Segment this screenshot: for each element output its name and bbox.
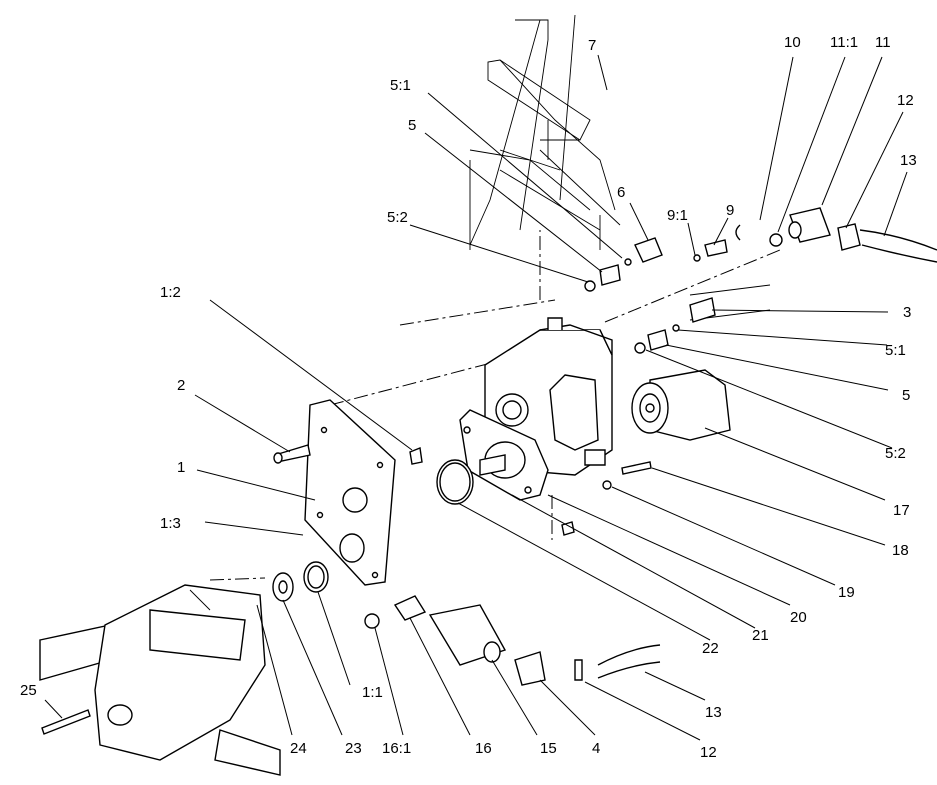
callout-20: 20	[790, 609, 807, 626]
hydrostatic-pump	[459, 317, 613, 501]
callout-7: 7	[588, 37, 596, 54]
callout-5-2-top: 5:2	[387, 209, 408, 226]
callout-5-right: 5	[902, 387, 910, 404]
callout-1-1: 1:1	[362, 684, 383, 701]
callout-16-1: 16:1	[382, 740, 411, 757]
callout-5-1-top: 5:1	[390, 77, 411, 94]
callout-1-2: 1:2	[160, 284, 181, 301]
callout-2: 2	[177, 377, 185, 394]
callout-9: 9	[726, 202, 734, 219]
callout-1-3: 1:3	[160, 515, 181, 532]
callout-23: 23	[345, 740, 362, 757]
callout-15: 15	[540, 740, 557, 757]
callout-6: 6	[617, 184, 625, 201]
callout-5-1-right: 5:1	[885, 342, 906, 359]
transaxle	[39, 584, 281, 776]
callout-3: 3	[903, 304, 911, 321]
callout-5-top: 5	[408, 117, 416, 134]
frame-background	[469, 14, 771, 321]
callout-16: 16	[475, 740, 492, 757]
callout-25: 25	[20, 682, 37, 699]
callout-labels: 7 10 11:1 11 12 13 5:1 5 6 9:1 9 5:2 1:2…	[20, 34, 917, 761]
callout-17: 17	[893, 502, 910, 519]
oil-filter	[631, 369, 731, 441]
callout-12-top: 12	[897, 92, 914, 109]
callout-9-1: 9:1	[667, 207, 688, 224]
hoses-and-fittings	[41, 207, 937, 735]
callout-10: 10	[784, 34, 801, 51]
mount-plate	[273, 399, 423, 586]
callout-22: 22	[702, 640, 719, 657]
callout-24: 24	[290, 740, 307, 757]
callout-5-2-right: 5:2	[885, 445, 906, 462]
callout-18: 18	[892, 542, 909, 559]
callout-13-bottom: 13	[705, 704, 722, 721]
callout-21: 21	[752, 627, 769, 644]
leader-lines	[44, 54, 908, 741]
callout-19: 19	[838, 584, 855, 601]
callout-11: 11	[875, 34, 891, 51]
callout-11-1: 11:1	[830, 34, 858, 51]
seal-and-couplers	[252, 459, 474, 609]
callout-13-top: 13	[900, 152, 917, 169]
callout-1: 1	[177, 459, 185, 476]
callout-4: 4	[592, 740, 600, 757]
assembly-axes	[209, 230, 781, 581]
callout-12-bottom: 12	[700, 744, 717, 761]
